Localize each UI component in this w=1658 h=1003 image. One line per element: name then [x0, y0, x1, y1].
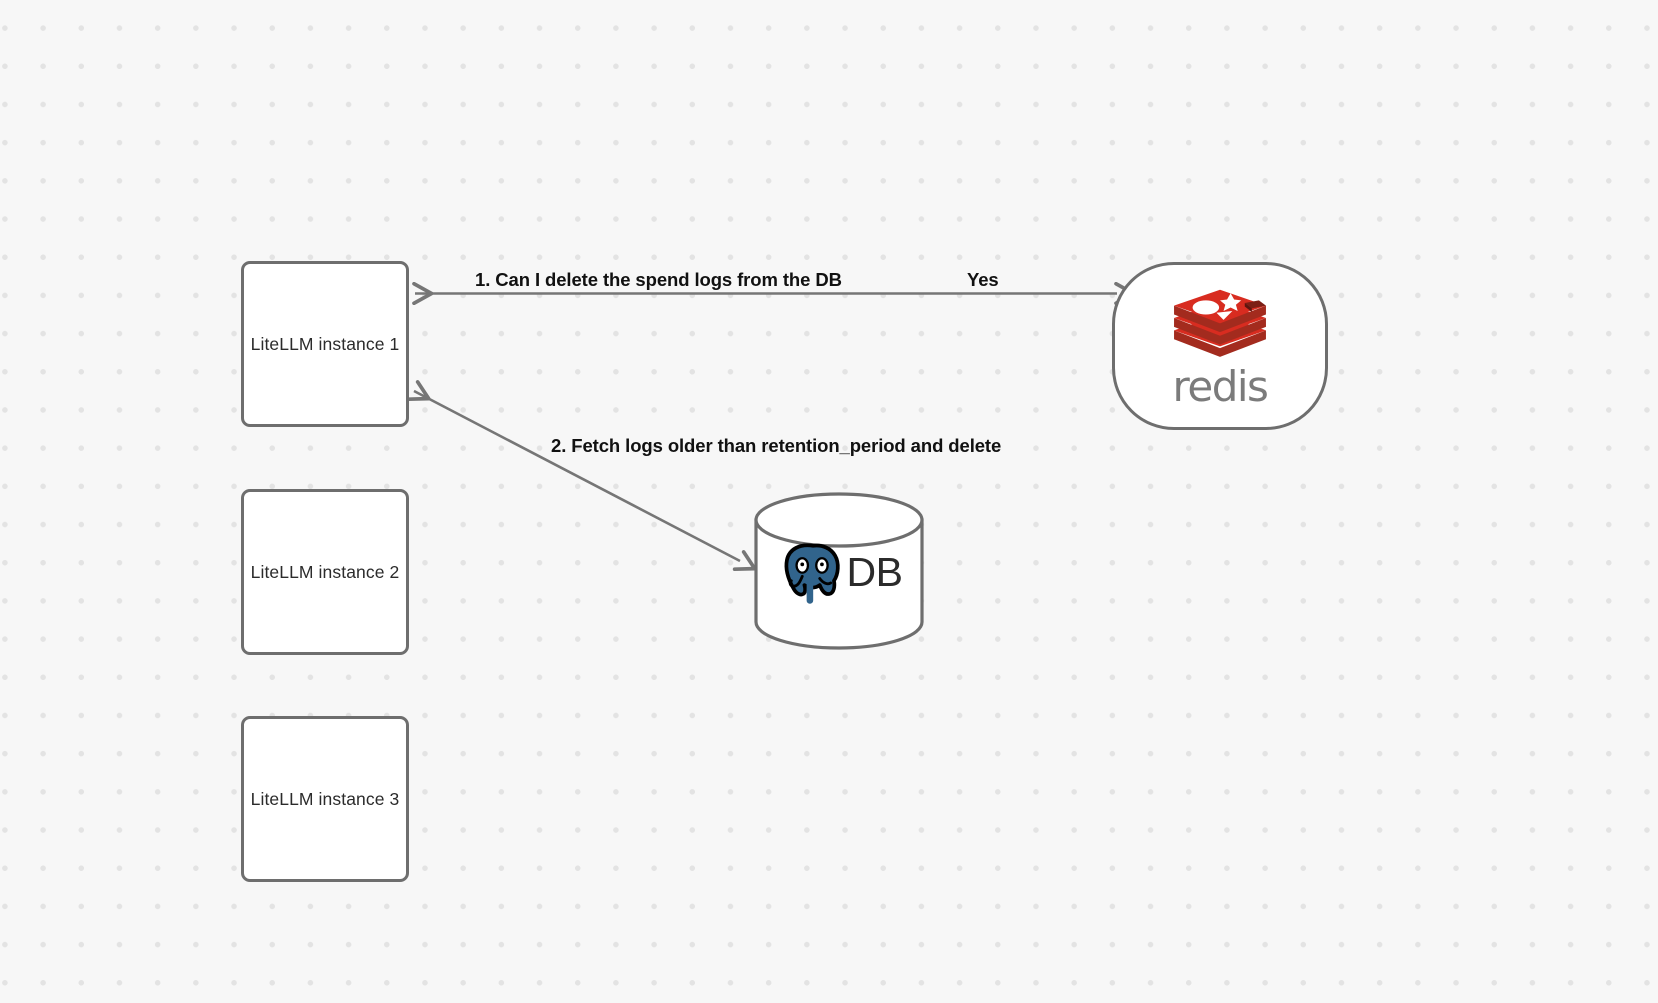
node-database[interactable]: DB	[753, 492, 925, 650]
node-redis[interactable]: redis	[1112, 262, 1328, 430]
edge-label-step-2: 2. Fetch logs older than retention_perio…	[551, 435, 1002, 456]
redis-logo-icon	[1166, 288, 1274, 364]
edge-litellm1-database	[406, 380, 757, 572]
postgresql-elephant-icon	[776, 537, 846, 607]
node-litellm-instance-2[interactable]: LiteLLM instance 2	[241, 489, 409, 655]
node-litellm-instance-1-label: LiteLLM instance 1	[250, 333, 400, 354]
node-litellm-instance-3[interactable]: LiteLLM instance 3	[241, 716, 409, 882]
edge-label-step-1: 1. Can I delete the spend logs from the …	[475, 269, 842, 290]
database-label: DB	[846, 548, 903, 595]
node-litellm-instance-3-label: LiteLLM instance 3	[250, 788, 400, 809]
node-litellm-instance-2-label: LiteLLM instance 2	[250, 561, 400, 582]
redis-wordmark-label: redis	[1172, 362, 1269, 411]
node-litellm-instance-1[interactable]: LiteLLM instance 1	[241, 261, 409, 427]
edge-label-yes: Yes	[967, 269, 999, 290]
